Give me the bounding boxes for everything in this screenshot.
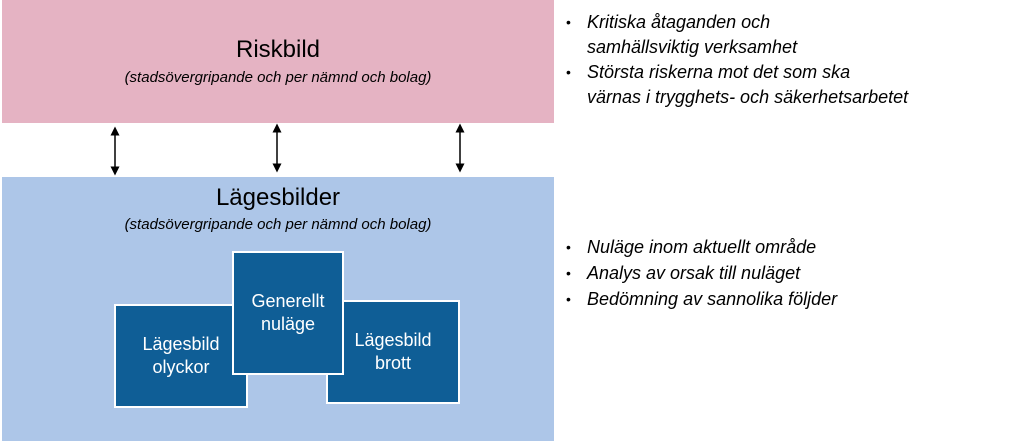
bullet-text: Nuläge inom aktuellt område	[587, 237, 817, 257]
bullet-text: Analys av orsak till nuläget	[587, 263, 801, 283]
bullet-text: Kritiska åtaganden och samhällsviktig ve…	[587, 12, 798, 57]
riskbild-bullet-list: • Kritiska åtaganden och samhällsviktig …	[563, 10, 1003, 110]
lagesbilder-title: Lägesbilder	[215, 184, 341, 211]
lagesbilder-subtitle: (stadsövergripande och per nämnd och bol…	[124, 216, 432, 233]
bullet-text: Största riskerna mot det som ska värnas …	[587, 62, 909, 107]
riskbild-subtitle: (stadsövergripande och per nämnd och bol…	[124, 69, 432, 86]
list-item: • Kritiska åtaganden och samhällsviktig …	[563, 10, 1003, 60]
bullet-icon: •	[566, 239, 571, 255]
list-item: • Bedömning av sannolika följder	[563, 286, 1003, 312]
bullet-icon: •	[566, 64, 571, 80]
list-item: • Analys av orsak till nuläget	[563, 260, 1003, 286]
bullet-text: Bedömning av sannolika följder	[587, 289, 838, 309]
lagesbild-brott-label: Lägesbild brott	[354, 330, 432, 373]
lagesbilder-bullet-list: • Nuläge inom aktuellt område • Analys a…	[563, 234, 1003, 312]
list-item: • Nuläge inom aktuellt område	[563, 234, 1003, 260]
bullet-icon: •	[566, 291, 571, 307]
generellt-nulage-label: Generellt nuläge	[251, 291, 325, 334]
bullet-icon: •	[566, 265, 571, 281]
riskbild-title: Riskbild	[235, 36, 321, 63]
list-item: • Största riskerna mot det som ska värna…	[563, 60, 1003, 110]
riskbild-box: Riskbild (stadsövergripande och per nämn…	[2, 0, 554, 123]
generellt-nulage-box: Generellt nuläge	[232, 251, 344, 375]
lagesbild-olyckor-label: Lägesbild olyckor	[142, 334, 220, 377]
lagesbild-olyckor-box: Lägesbild olyckor	[114, 304, 248, 408]
lagesbild-brott-box: Lägesbild brott	[326, 300, 460, 404]
bullet-icon: •	[566, 14, 571, 30]
